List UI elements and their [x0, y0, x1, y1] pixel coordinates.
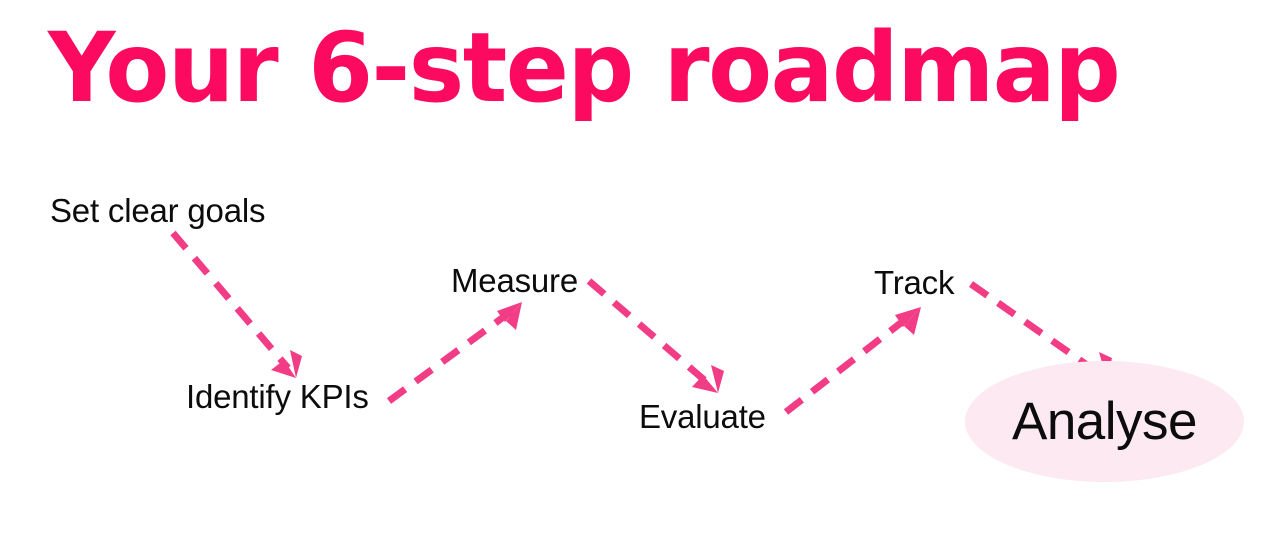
step-label-track: Track — [874, 264, 955, 301]
arrow-measure-to-evaluate — [586, 278, 724, 393]
page-title: Your 6-step roadmap — [48, 12, 1121, 124]
arrow-evaluate-to-track — [783, 307, 921, 415]
step-label-identify-kpis: Identify KPIs — [186, 378, 369, 415]
step-label-evaluate: Evaluate — [639, 398, 766, 435]
step-label-set-clear-goals: Set clear goals — [50, 192, 266, 229]
arrow-set-clear-goals-to-identify-kpis — [170, 230, 302, 378]
arrow-identify-kpis-to-measure — [386, 302, 522, 404]
analyse-highlight-ellipse — [965, 361, 1244, 482]
step-label-analyse: Analyse — [1011, 392, 1198, 451]
step-label-measure: Measure — [451, 262, 578, 299]
